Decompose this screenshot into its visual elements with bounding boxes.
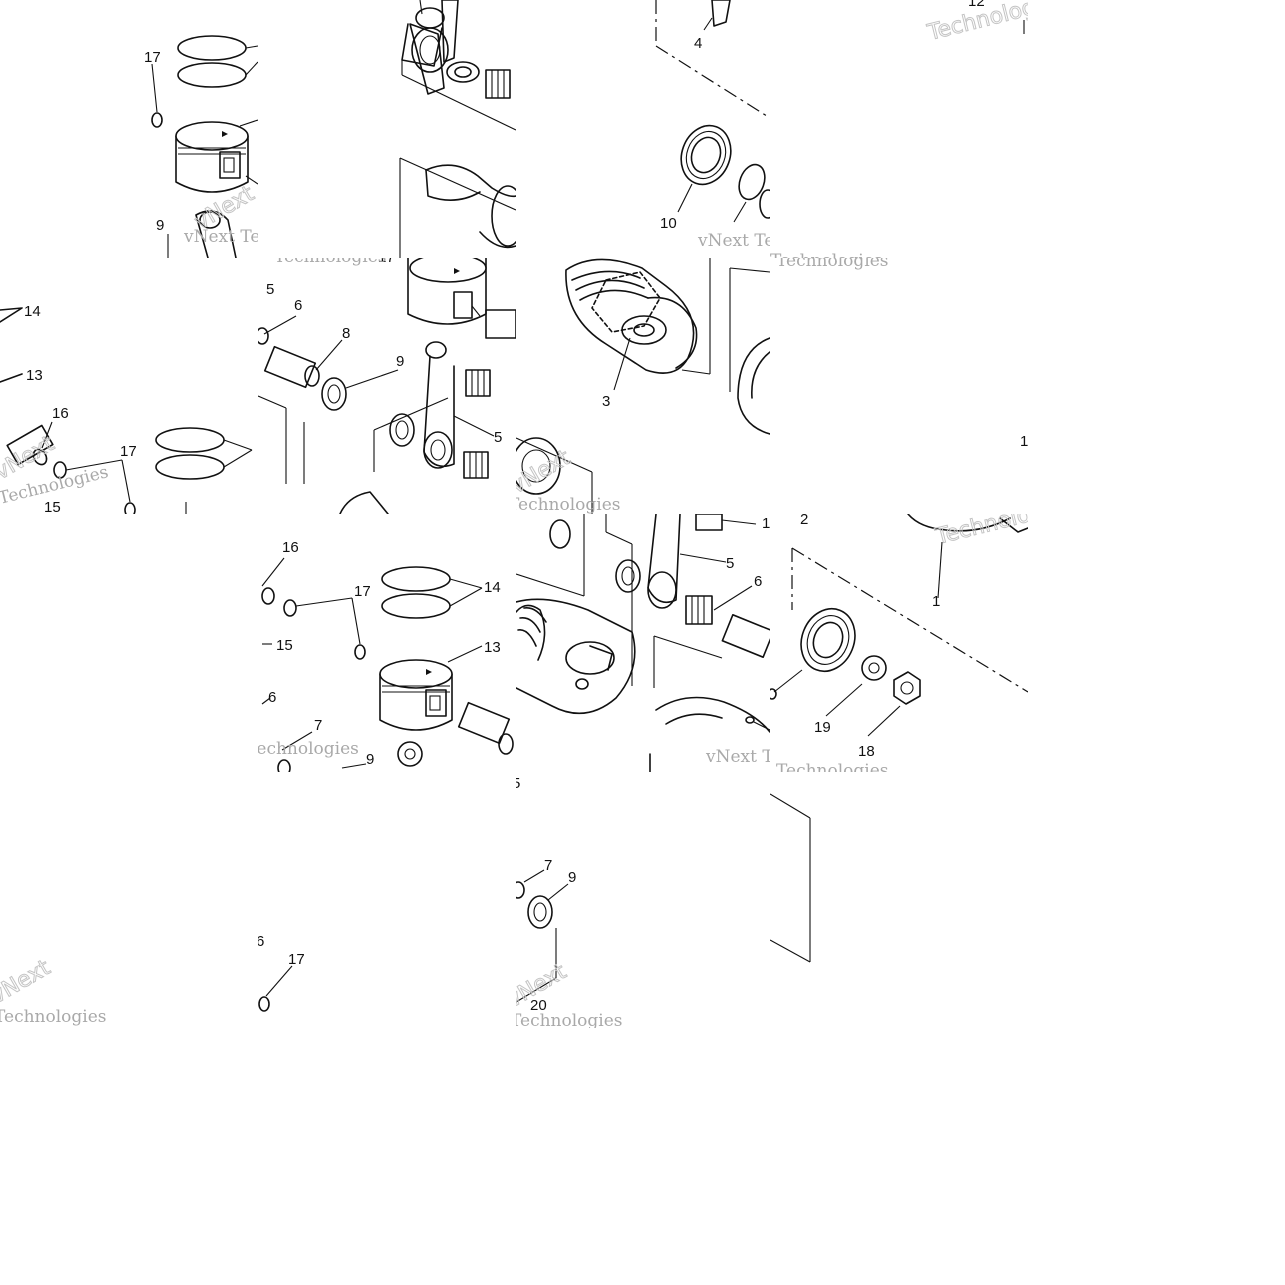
piston-drawing-lower: 16 17 14 13 15 <box>258 539 514 772</box>
callout-9: 9 <box>396 353 404 370</box>
watermark-brand-i: vNext Technologies <box>258 739 359 759</box>
tile-piston-upper: 17 9 vNext Technologies vNext <box>0 0 258 258</box>
watermark-brand-k2: Technologies <box>776 761 889 772</box>
callout-3: 3 <box>602 393 610 410</box>
watermark-brand-j: vNext Technologies <box>705 747 770 767</box>
conrod-drawing-upper <box>399 0 516 258</box>
right-middle-drawing: Technologies 10 <box>776 258 1028 450</box>
callout-4: 4 <box>694 35 702 52</box>
lower-frame-drawing <box>770 793 811 963</box>
callout-13: 13 <box>484 639 501 656</box>
conrod-drawing-middle: 5 6 8 9 5 <box>258 258 516 514</box>
right-upper-drawing: 12 Technologies Technologies <box>770 0 1028 258</box>
tile-right-middle: Technologies 10 <box>770 258 1028 514</box>
callout-18: 18 <box>858 743 875 760</box>
callout-2: 2 <box>800 514 808 528</box>
callout-16: 16 <box>52 405 69 422</box>
watermark-brand: vNext Technologies <box>183 227 258 247</box>
callout-7: 7 <box>314 717 322 734</box>
lower-bearing-drawing: 5 7 9 20 Technologies vNext <box>516 775 623 1028</box>
callout-6: 6 <box>258 933 264 950</box>
piston-drawing-upper: 17 9 vNext Technologies vNext <box>144 35 258 258</box>
tile-bearing-upper: 4 10 vNext Technologies <box>516 0 770 258</box>
tile-lower-frame <box>770 772 1028 1028</box>
callout-9: 9 <box>568 869 576 886</box>
bearing-nut-drawing: 2 1 19 18 Technologies Technologies <box>770 514 1028 772</box>
tile-bearing-lower: 2 1 19 18 Technologies Technologies <box>770 514 1028 772</box>
callout-9: 9 <box>156 217 164 234</box>
callout-5: 5 <box>516 775 520 792</box>
callout-17: 17 <box>378 258 395 266</box>
callout-15: 15 <box>276 637 293 654</box>
callout-6: 6 <box>294 297 302 314</box>
callout-10: 10 <box>660 215 677 232</box>
callout-17: 17 <box>288 951 305 968</box>
lower-left-drawing: vNext Technologies <box>0 955 107 1027</box>
callout-20: 20 <box>530 997 547 1014</box>
callout-5: 5 <box>726 555 734 572</box>
callout-17: 17 <box>144 49 161 66</box>
callout-15: 15 <box>762 515 770 532</box>
tile-lower-circlip: 6 17 <box>258 772 516 1028</box>
callout-5: 5 <box>494 429 502 446</box>
callout-8: 8 <box>342 325 350 342</box>
callout-12: 12 <box>968 0 985 10</box>
watermark-brand-l2: Technologies <box>0 1007 107 1027</box>
tile-crank-web: 3 Technologies vNext <box>516 258 770 514</box>
callout-17: 17 <box>354 583 371 600</box>
callout-13: 13 <box>26 367 43 384</box>
watermark-brand-l: vNext <box>0 955 55 1009</box>
watermark-brand-n: Technologies <box>516 1011 623 1028</box>
tile-piston-lower: 16 17 14 13 15 <box>258 514 516 772</box>
callout-5: 5 <box>266 281 274 298</box>
watermark-brand-k: Technologies <box>932 514 1028 550</box>
callout-6: 6 <box>268 689 276 706</box>
callout-16: 16 <box>282 539 299 556</box>
crank-lower-drawing: 5 15 6 <box>516 514 770 772</box>
callout-7: 7 <box>544 857 552 874</box>
tile-right-upper: 12 Technologies Technologies <box>770 0 1028 258</box>
tile-conrod-middle: 5 6 8 9 5 <box>258 258 516 514</box>
circlip-drawing: 6 17 <box>258 933 305 1012</box>
callout-17: 17 <box>120 443 137 460</box>
tile-lower-bearing: 5 7 9 20 Technologies vNext <box>516 772 770 1028</box>
callout-10: 10 <box>1020 433 1028 450</box>
watermark-brand-g: Technologies <box>516 495 621 514</box>
crank-web-drawing: 3 Technologies vNext <box>516 258 770 514</box>
watermark-brand-h: Technologies <box>776 258 889 271</box>
tile-lower-left: vNext Technologies <box>0 772 258 1028</box>
piston-drawing-middle: 14 13 16 17 Technologies vNext 15 <box>0 303 253 514</box>
callout-6: 6 <box>754 573 762 590</box>
tile-crank-lower: 5 15 6 <box>516 514 770 772</box>
callout-14: 14 <box>24 303 41 320</box>
callout-1: 1 <box>932 593 940 610</box>
watermark-brand-d2: Technologies <box>770 251 883 258</box>
callout-9: 9 <box>366 751 374 768</box>
callout-14: 14 <box>484 579 501 596</box>
bearing-drawing-upper: 4 10 vNext Technologies <box>655 0 770 251</box>
watermark-brand-c: vNext Technologies <box>697 231 770 251</box>
tile-conrod-upper <box>258 0 516 258</box>
callout-19: 19 <box>814 719 831 736</box>
tile-piston-middle: 14 13 16 17 Technologies vNext 15 <box>0 258 258 514</box>
watermark-brand-f: Technologies <box>274 258 387 267</box>
callout-15: 15 <box>44 499 61 514</box>
